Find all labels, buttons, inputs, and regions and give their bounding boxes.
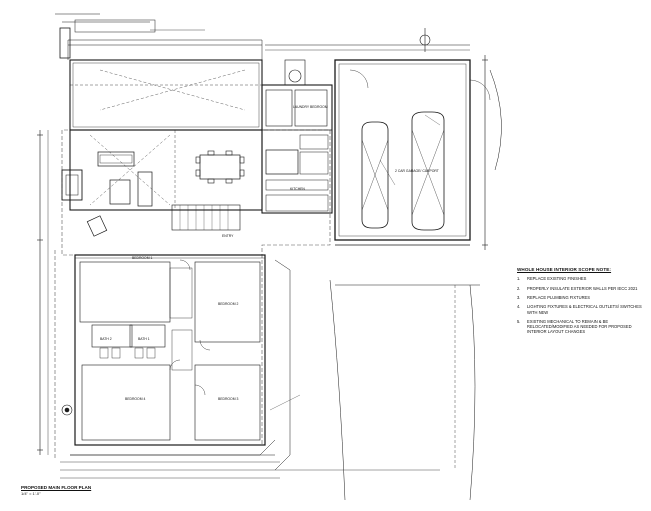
north-arrow-icon: [419, 28, 431, 52]
scope-note-number: 2.: [517, 285, 521, 291]
scope-note-text: EXISTING MECHANICAL TO REMAIN & BE RELOC…: [527, 318, 632, 335]
scope-note-text: LIGHTING FIXTURES & ELECTRICAL OUTLETS/ …: [527, 304, 642, 315]
room-label-laundry: LAUNDRY BEDROOM: [293, 105, 328, 109]
room-label-bedroom-2: BEDROOM 2: [218, 302, 238, 306]
room-label-kitchen: KITCHEN: [290, 187, 305, 191]
scope-notes-panel: WHOLE HOUSE INTERIOR SCOPE NOTE: 1. REPL…: [517, 267, 645, 335]
scope-note-item: 1. REPLACE EXISTING FINISHES: [517, 276, 645, 281]
scope-note-item: 3. REPLACE PLUMBING FIXTURES: [517, 295, 645, 300]
scope-note-item: 2. PROPERLY INSULATE EXTERIOR WALLS PER …: [517, 286, 645, 291]
drawing-title: PROPOSED MAIN FLOOR PLAN: [21, 485, 92, 490]
room-label-garage: 2 CAR GARAGE/ CARPORT: [395, 169, 439, 173]
room-label-bedroom-3: BEDROOM 3: [218, 397, 238, 401]
scope-notes-title: WHOLE HOUSE INTERIOR SCOPE NOTE:: [517, 267, 612, 272]
section-marker-icon: [61, 404, 73, 416]
scope-note-item: 4. LIGHTING FIXTURES & ELECTRICAL OUTLET…: [517, 304, 645, 314]
room-label-bedroom-4: BEDROOM 4: [125, 397, 145, 401]
drawing-caption: PROPOSED MAIN FLOOR PLAN 1/4" = 1'-0": [21, 485, 91, 496]
scope-note-text: PROPERLY INSULATE EXTERIOR WALLS PER IEC…: [527, 285, 638, 291]
room-label-bath-2: BATH 2: [100, 337, 112, 341]
scope-note-number: 4.: [517, 304, 521, 310]
scope-note-item: 5. EXISTING MECHANICAL TO REMAIN & BE RE…: [517, 319, 645, 335]
room-label-bath-1: BATH 1: [138, 337, 150, 341]
scope-note-number: 3.: [517, 294, 521, 300]
room-label-bedroom-1: BEDROOM 1: [132, 256, 152, 260]
scope-note-number: 5.: [517, 318, 521, 324]
scope-note-number: 1.: [517, 276, 521, 282]
scope-note-text: REPLACE PLUMBING FIXTURES: [527, 294, 591, 300]
scope-note-text: REPLACE EXISTING FINISHES: [527, 276, 587, 282]
room-label-entry: ENTRY: [222, 234, 234, 238]
drawing-scale: 1/4" = 1'-0": [21, 491, 41, 496]
